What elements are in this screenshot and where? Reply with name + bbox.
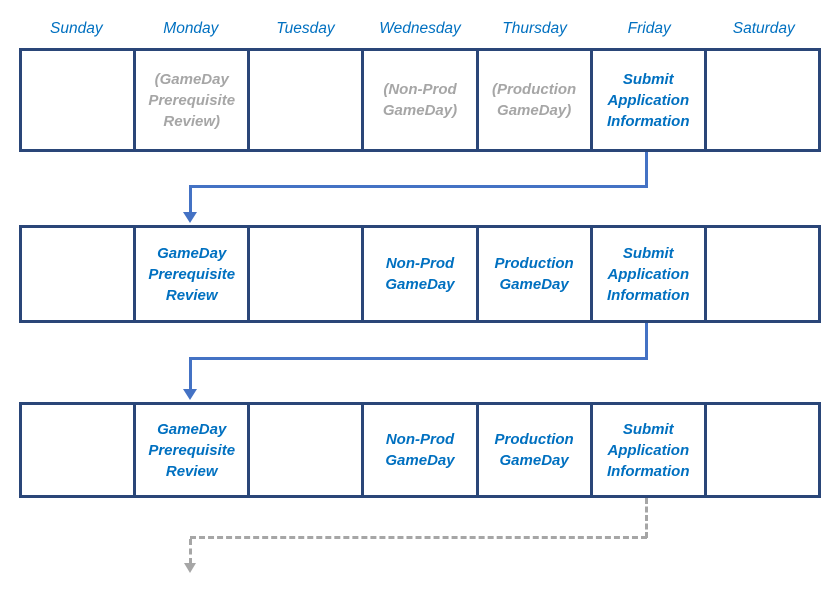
week3-thursday-cell: Production GameDay (475, 405, 590, 495)
week-3-calendar: GameDay Prerequisite Review Non-Prod Gam… (19, 402, 821, 498)
day-header-thursday: Thursday (502, 20, 567, 37)
event-label-submit-application-information: Submit Application Information (607, 420, 690, 480)
day-header-monday: Monday (163, 20, 219, 37)
connector3-arrowhead-icon (184, 563, 196, 573)
week3-sunday-cell (22, 405, 133, 495)
event-label-production-gameday: Production GameDay (494, 255, 574, 293)
connector3-dashed-vertical-from-friday (644, 498, 648, 538)
connector1-arrowhead-icon (183, 212, 197, 223)
week2-tuesday-cell (247, 228, 361, 320)
week-2-calendar: GameDay Prerequisite Review Non-Prod Gam… (19, 225, 821, 323)
connector2-horizontal (188, 357, 648, 360)
connector2-arrowhead-icon (183, 389, 197, 400)
week3-wednesday-cell: Non-Prod GameDay (361, 405, 475, 495)
connector1-vertical-to-monday (188, 185, 192, 213)
week3-friday-cell: Submit Application Information (589, 405, 704, 495)
week1-wednesday-cell: (Non-Prod GameDay) (361, 51, 475, 149)
week2-friday-cell: Submit Application Information (589, 228, 704, 320)
event-label-nonprod-gameday-tentative: (Non-Prod GameDay) (382, 81, 458, 119)
week2-wednesday-cell: Non-Prod GameDay (361, 228, 475, 320)
connector1-horizontal (188, 185, 648, 188)
week1-saturday-cell (703, 51, 818, 149)
event-label-nonprod-gameday: Non-Prod GameDay (385, 431, 455, 469)
event-label-submit-application-information: Submit Application Information (607, 70, 690, 130)
week3-saturday-cell (703, 405, 818, 495)
connector2-vertical-to-monday (188, 357, 192, 390)
week3-monday-cell: GameDay Prerequisite Review (133, 405, 247, 495)
connector1-vertical-from-friday (644, 152, 648, 188)
week2-sunday-cell (22, 228, 133, 320)
event-label-production-gameday: Production GameDay (494, 431, 574, 469)
event-label-gameday-prerequisite-review: GameDay Prerequisite Review (148, 420, 236, 480)
connector3-dashed-vertical-down (188, 539, 192, 564)
week2-saturday-cell (703, 228, 818, 320)
week3-tuesday-cell (247, 405, 361, 495)
week1-monday-cell: (GameDay Prerequisite Review) (133, 51, 247, 149)
event-label-submit-application-information: Submit Application Information (607, 244, 690, 304)
day-header-tuesday: Tuesday (276, 20, 335, 37)
day-header-sunday: Sunday (50, 20, 103, 37)
week1-thursday-cell: (Production GameDay) (475, 51, 590, 149)
week1-sunday-cell (22, 51, 133, 149)
week1-tuesday-cell (247, 51, 361, 149)
week-1-calendar: (GameDay Prerequisite Review) (Non-Prod … (19, 48, 821, 152)
event-label-gameday-prerequisite-review-tentative: (GameDay Prerequisite Review) (148, 70, 236, 130)
day-header-row: Sunday Monday Tuesday Wednesday Thursday… (19, 20, 821, 38)
event-label-production-gameday-tentative: (Production GameDay) (492, 81, 577, 119)
day-header-wednesday: Wednesday (379, 20, 461, 37)
week2-thursday-cell: Production GameDay (475, 228, 590, 320)
event-label-nonprod-gameday: Non-Prod GameDay (385, 255, 455, 293)
connector2-vertical-from-friday (644, 323, 648, 360)
day-header-friday: Friday (627, 20, 671, 37)
event-label-gameday-prerequisite-review: GameDay Prerequisite Review (148, 244, 236, 304)
week2-monday-cell: GameDay Prerequisite Review (133, 228, 247, 320)
day-header-saturday: Saturday (732, 20, 795, 37)
connector3-dashed-horizontal (190, 536, 647, 539)
week1-friday-cell: Submit Application Information (589, 51, 704, 149)
